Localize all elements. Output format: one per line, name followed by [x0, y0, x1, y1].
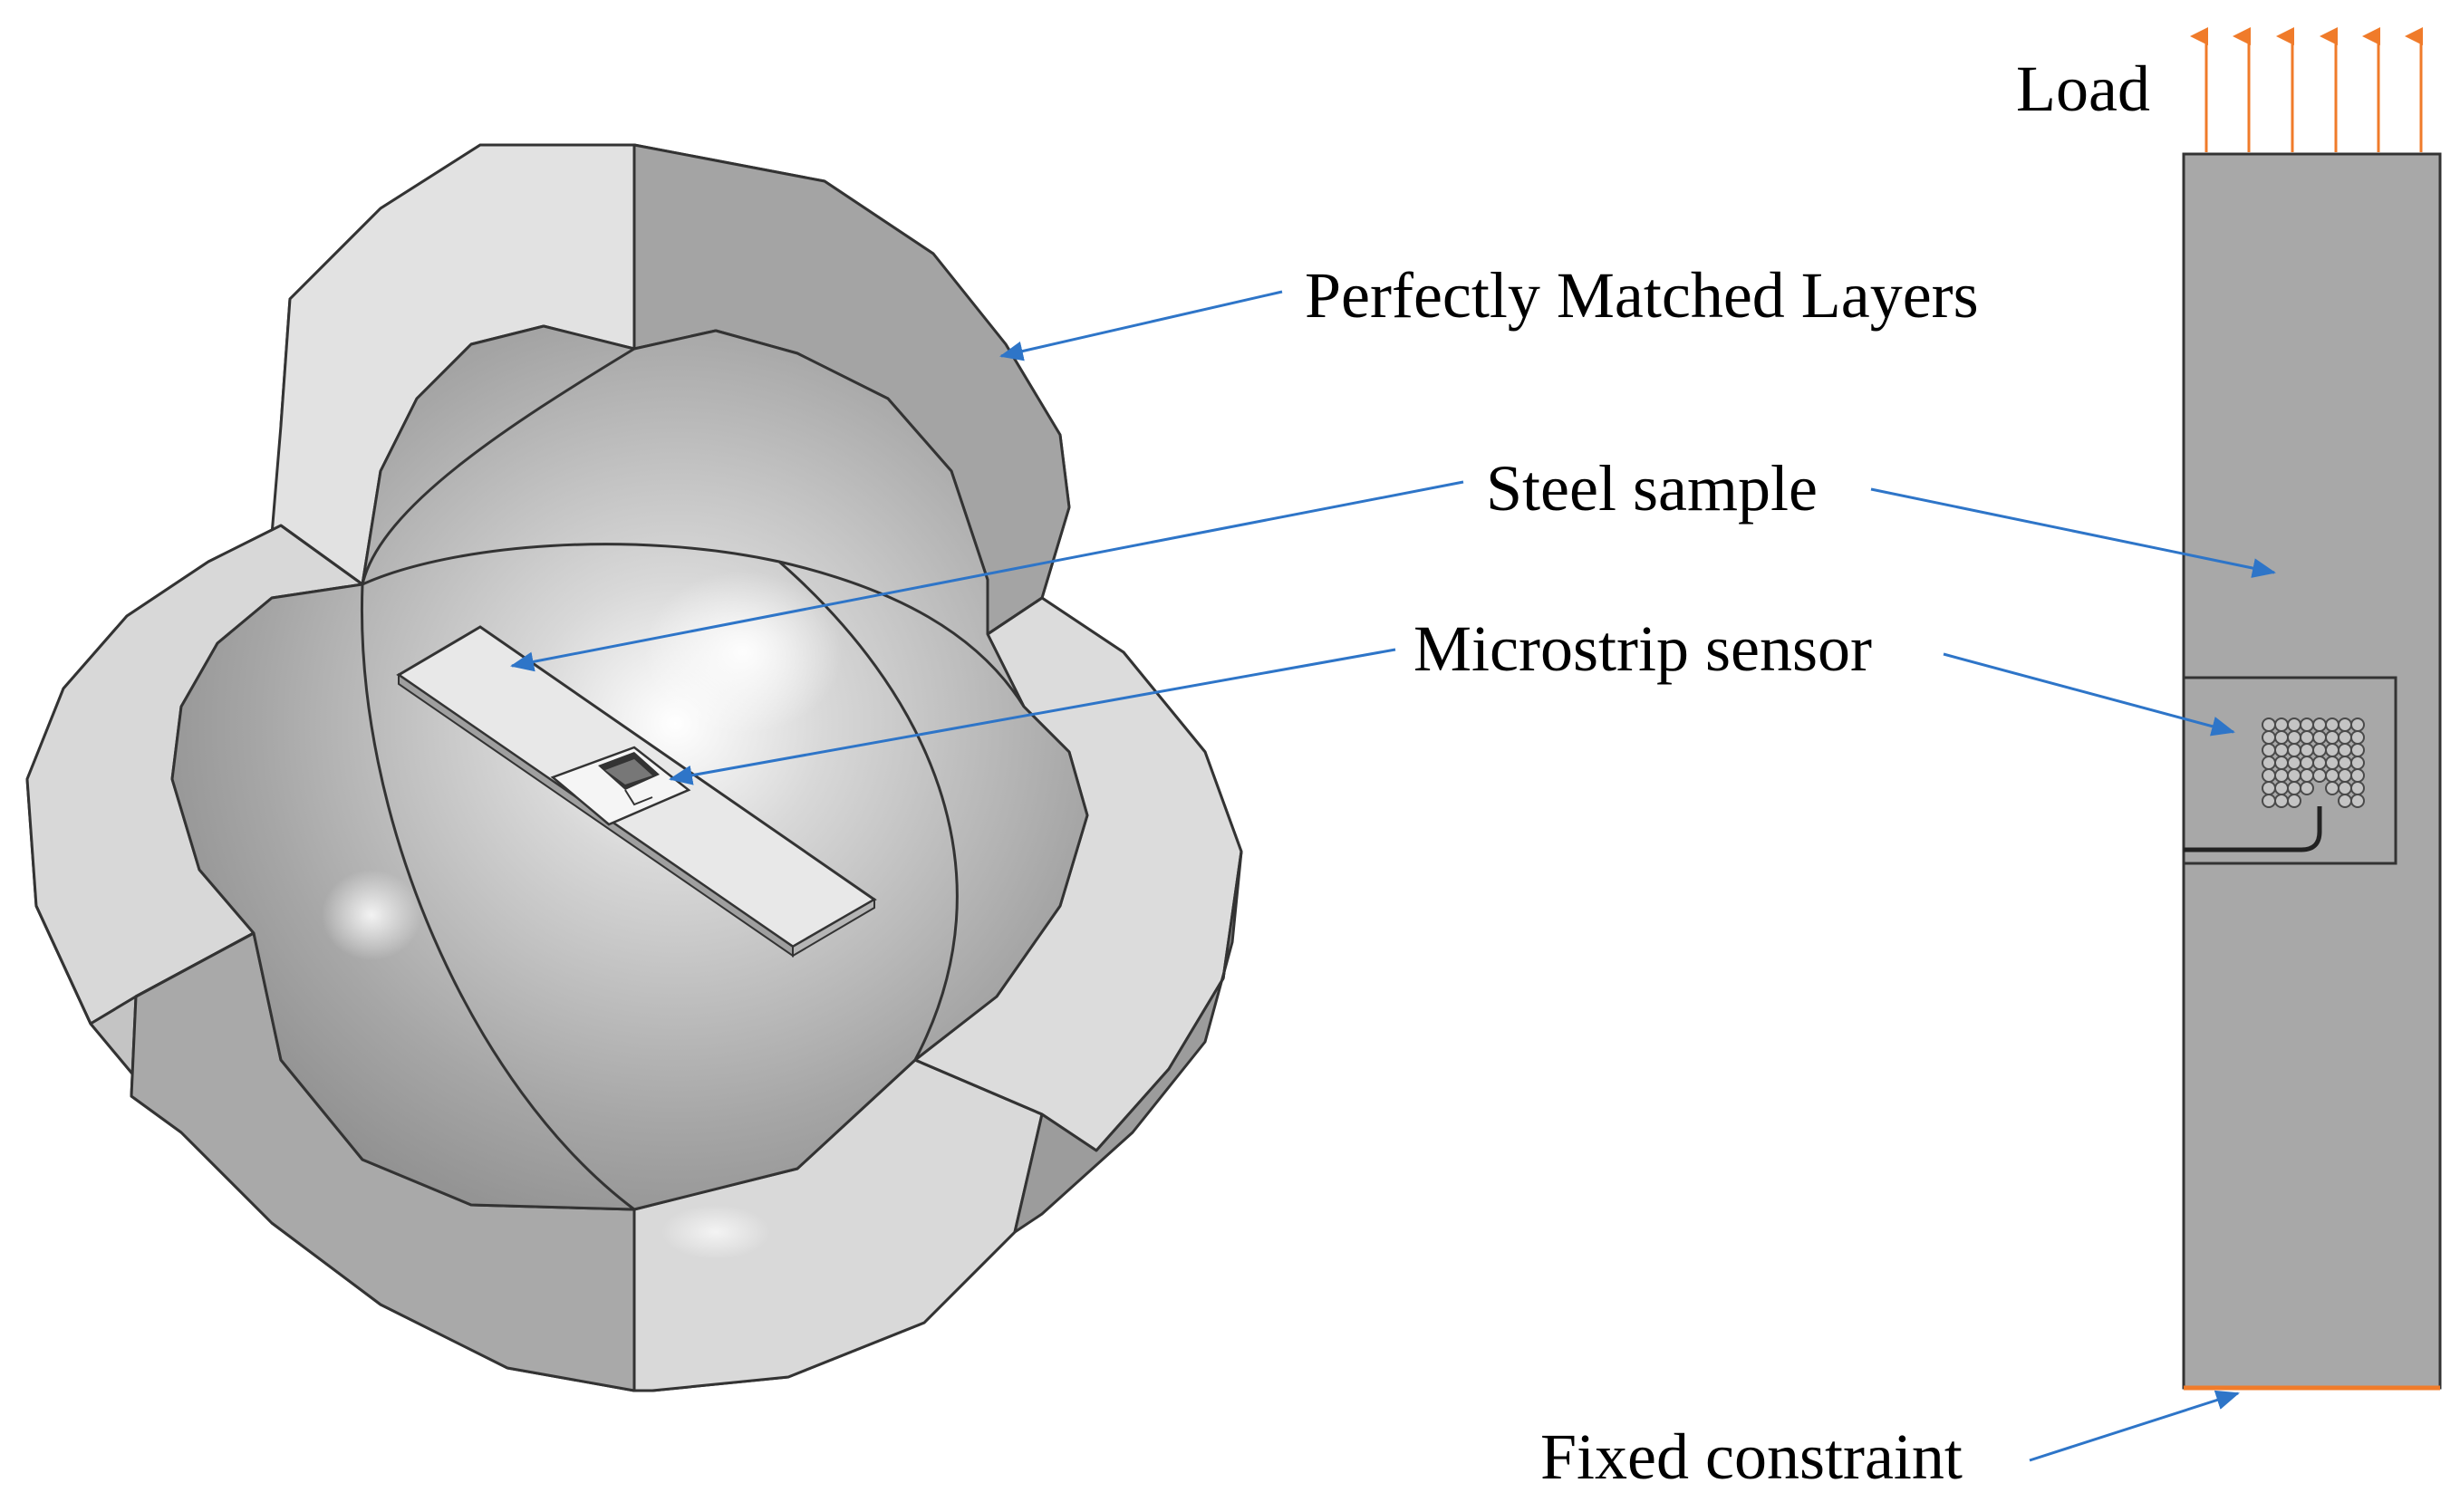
sensor-feed-line: [2184, 806, 2322, 852]
sensor-dot-array: [2262, 717, 2365, 808]
fixed-constraint-pointer-arrow: [2029, 1390, 2240, 1462]
pml-pointer-arrow: [999, 290, 1283, 361]
pointer-arrows: [510, 290, 2276, 1462]
microstrip-sensor-label: Microstrip sensor: [1413, 612, 1872, 685]
microstrip-pointer-arrow-left: [669, 648, 1396, 785]
sphere-highlight-small: [322, 870, 421, 960]
pml-label: Perfectly Matched Layers: [1305, 259, 1979, 332]
sphere-highlight: [643, 571, 843, 734]
sphere-highlight-bottom: [661, 1205, 770, 1259]
microstrip-pointer-arrow-right: [1943, 652, 2235, 737]
load-arrows: [2190, 27, 2423, 152]
pml-right-side: [1013, 850, 1243, 1234]
load-label: Load: [2016, 53, 2150, 125]
steel-sample-label: Steel sample: [1486, 452, 1818, 525]
steel-sample-pointer-arrow-left: [510, 480, 1464, 672]
fixed-constraint-label: Fixed constraint: [1540, 1421, 1963, 1493]
steel-strip-2d: [2182, 152, 2442, 1391]
steel-sample-pointer-arrow-right: [1870, 487, 2276, 578]
steel-sample-plate: [396, 625, 877, 958]
sphere-seams: [135, 145, 1043, 1391]
